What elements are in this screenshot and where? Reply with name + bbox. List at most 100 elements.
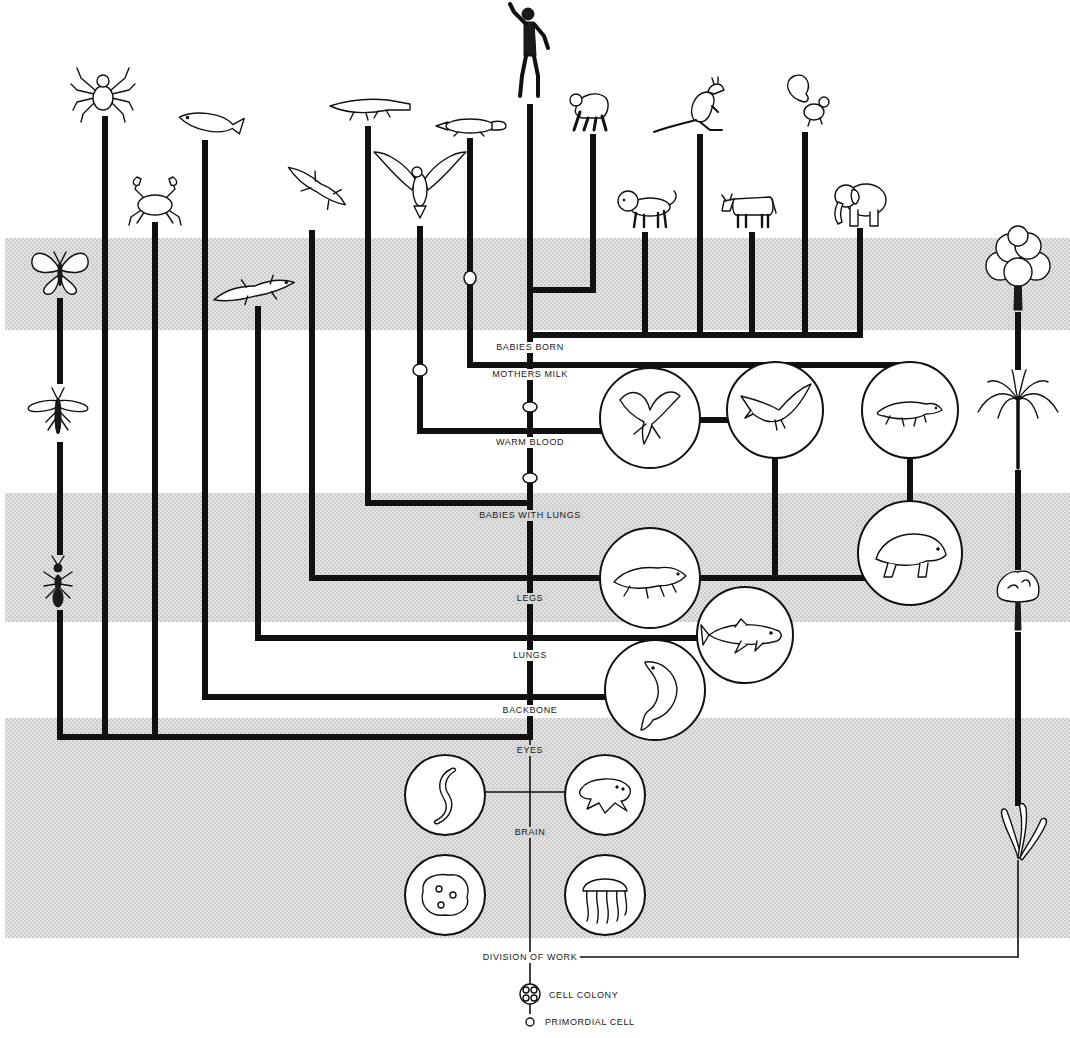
- branch-line-part: [258, 306, 710, 638]
- cell-colony-figure-part: [531, 987, 537, 993]
- branch-line: [57, 104, 1018, 1014]
- squirrel-figure: [788, 75, 829, 126]
- fly-figure-part: [55, 398, 61, 434]
- kangaroo-figure-part: [712, 77, 718, 84]
- fossil-circle-part-part: [450, 892, 456, 898]
- trunk-label: BABIES BORN: [493, 342, 567, 353]
- fossil-circle-part-part: [741, 384, 811, 422]
- branch-line-part: [1015, 312, 1021, 370]
- branch-line-part: [57, 298, 63, 384]
- lion-figure-part: [623, 199, 625, 201]
- tree-figure: [986, 226, 1050, 310]
- human-figure-part: [522, 8, 534, 20]
- fish-figure-part: [178, 107, 244, 136]
- kangaroo-figure: [654, 77, 724, 132]
- elephant-figure-part: [851, 190, 859, 204]
- cow-figure-part: [722, 194, 776, 213]
- egg-mark-part: [413, 364, 427, 376]
- tree-figure: [997, 571, 1038, 630]
- palm-figure-part: [1016, 400, 1020, 468]
- fossil-circle-part-part: [877, 402, 942, 419]
- trunk-label: WARM BLOOD: [493, 437, 567, 448]
- cow-figure-part: [738, 215, 768, 227]
- eagle-figure-part: [412, 167, 422, 177]
- fossil-circle-part: [422, 875, 468, 916]
- fossil-circle-part-part: [876, 534, 946, 565]
- branch-line-part: [527, 104, 533, 740]
- fossil-circle-part: [862, 362, 958, 458]
- spider-figure-part: [71, 68, 135, 122]
- lizard-figure-part: [286, 162, 348, 210]
- trunk-label: BRAIN: [512, 827, 549, 838]
- branch-line-part: [697, 134, 703, 338]
- branch-line-part: [57, 442, 63, 555]
- lizard-figure: [282, 158, 351, 217]
- newt-figure: [212, 273, 297, 309]
- fossil-circle-part-part: [652, 667, 655, 670]
- tree-figure-part: [1008, 580, 1030, 588]
- fossil-circle-part-part: [583, 879, 627, 891]
- fossil-circle-part-part: [745, 410, 753, 418]
- eagle-figure-part: [413, 174, 427, 206]
- primordial-cell-figure-part: [526, 1018, 534, 1026]
- branch-line-part: [470, 138, 913, 380]
- platypus-figure-part: [454, 132, 484, 136]
- fossil-circle-part-part: [935, 407, 937, 409]
- platypus-figure: [436, 119, 506, 136]
- fossil-circle-part-part: [422, 875, 468, 916]
- seaweed-figure: [1002, 804, 1047, 861]
- fossil-circle-part: [600, 528, 700, 628]
- fossil-circle-part-part: [434, 768, 455, 824]
- branch-line-part: [485, 791, 565, 793]
- branch-line-part: [152, 222, 158, 740]
- cell-colony-figure-part: [523, 987, 529, 993]
- kangaroo-figure-part: [692, 92, 714, 122]
- cow-figure-part: [733, 197, 773, 215]
- butterfly-figure-part: [58, 262, 62, 286]
- cell-colony-figure-part: [523, 995, 529, 1001]
- spider-figure-part: [97, 75, 109, 87]
- squirrel-figure-part: [819, 97, 829, 107]
- squirrel-figure-part: [788, 75, 809, 102]
- fossil-circle-part-part: [709, 625, 781, 645]
- crocodile-figure-part: [350, 110, 390, 120]
- crab-figure-part: [138, 195, 172, 215]
- butterfly-figure-part: [44, 274, 60, 294]
- branch-line-part: [420, 226, 610, 431]
- primordial-cell-figure: [526, 1018, 534, 1026]
- fossil-circle-part: [605, 640, 705, 740]
- cell-colony-figure: [520, 984, 540, 1004]
- cow-figure: [722, 194, 776, 227]
- spider-figure: [71, 68, 135, 122]
- fossil-circle-part-part: [886, 415, 926, 426]
- grey-band-part: [5, 718, 1070, 938]
- grey-band-part: [5, 493, 1070, 622]
- fossil-circle-part: [405, 755, 485, 835]
- fossil-circle-part: [565, 755, 645, 835]
- ape-figure-part: [570, 94, 582, 106]
- ape-figure-part: [574, 112, 606, 130]
- fossil-circle-part-part: [735, 619, 763, 653]
- ant-figure-part: [55, 575, 61, 589]
- lizard-figure-part: [301, 171, 341, 209]
- branch-line-part: [102, 116, 108, 740]
- palm-figure: [978, 370, 1058, 468]
- butterfly-figure-part: [54, 252, 66, 262]
- egg-mark-part: [464, 271, 476, 285]
- fly-figure: [27, 388, 88, 434]
- trunk-label: LEGS: [514, 593, 546, 604]
- eagle-figure-part: [414, 206, 426, 218]
- fossil-circle-part: [583, 879, 627, 923]
- lion-figure: [618, 191, 676, 227]
- fossil-circle: [405, 362, 962, 935]
- eagle-figure-part: [424, 152, 466, 190]
- branch-line-part: [772, 440, 778, 581]
- ant-figure: [44, 556, 72, 607]
- ape-figure: [570, 94, 608, 130]
- seaweed-figure-part: [1002, 809, 1020, 858]
- fish-figure: [178, 107, 244, 136]
- fossil-circle-part-part: [587, 891, 627, 923]
- newt-figure-part: [212, 278, 295, 303]
